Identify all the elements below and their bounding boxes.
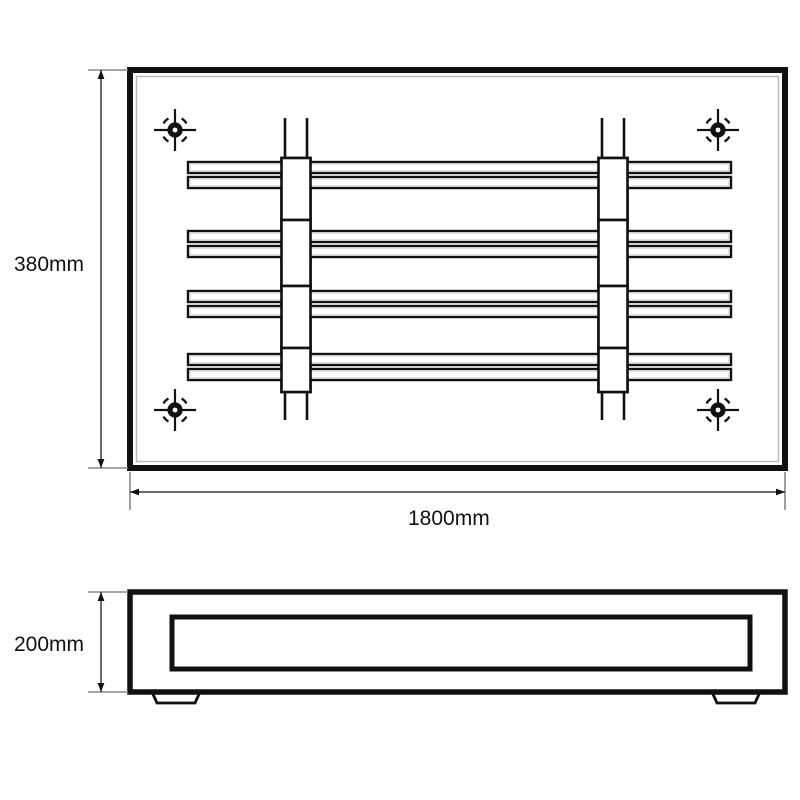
dimension-width-label: 1800mm xyxy=(408,507,490,530)
arrowhead-bottom xyxy=(97,459,105,468)
arrowhead-left xyxy=(130,488,139,496)
dimension-height xyxy=(88,69,128,469)
dimension-depth-label: 200mm xyxy=(14,633,85,656)
mullion-right-overlay xyxy=(597,156,629,394)
elevation-view xyxy=(127,589,788,705)
plan-frame-outer xyxy=(127,67,788,471)
arrowhead-right xyxy=(776,488,785,496)
arrowhead-bottom xyxy=(97,683,105,692)
arrowhead-top xyxy=(97,70,105,79)
mullion-left-overlay xyxy=(280,156,312,394)
dimension-width xyxy=(129,472,786,510)
plan-view xyxy=(127,67,788,471)
dimension-depth xyxy=(88,591,128,693)
elevation-recess-inner xyxy=(169,614,753,672)
plan-frame-inner-line xyxy=(135,75,780,463)
arrowhead-top xyxy=(97,592,105,601)
dimension-height-label: 380mm xyxy=(14,253,85,276)
